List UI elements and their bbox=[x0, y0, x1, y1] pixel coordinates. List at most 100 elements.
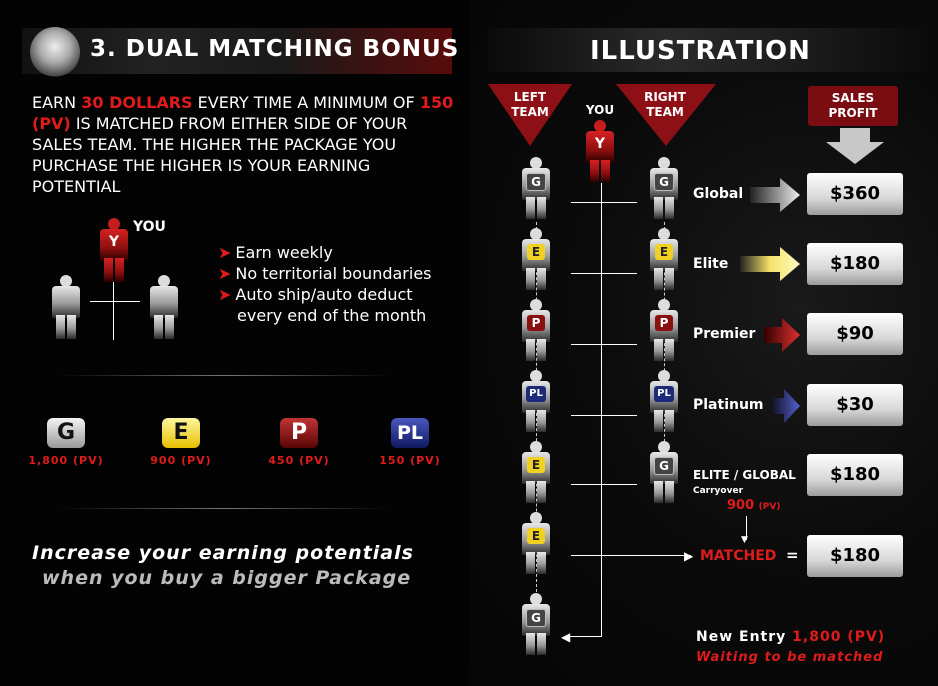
you-figure-illustration: Y bbox=[586, 120, 614, 182]
left-member-figure: G bbox=[522, 593, 550, 655]
left-member-figure: E bbox=[522, 512, 550, 574]
intro-part: IS MATCHED FROM EITHER SIDE OF YOUR SALE… bbox=[32, 114, 408, 196]
benefit-item: ➤No territorial boundaries bbox=[218, 264, 432, 283]
package-pl-pv: 150 (PV) bbox=[379, 454, 441, 467]
badge-g: G bbox=[526, 173, 546, 191]
intro-text: EARN 30 DOLLARS EVERY TIME A MINIMUM OF … bbox=[32, 92, 462, 197]
you-label: YOU bbox=[585, 103, 615, 117]
tier-label-platinum: Platinum bbox=[693, 397, 764, 413]
badge-e: E bbox=[655, 244, 673, 260]
down-arrow-icon bbox=[826, 128, 884, 164]
tree-connector-vertical bbox=[113, 282, 114, 340]
new-entry-label: New Entry bbox=[696, 629, 787, 645]
badge-e: E bbox=[527, 244, 545, 260]
badge-pl: PL bbox=[526, 386, 546, 402]
right-member-figure: G bbox=[650, 157, 678, 219]
right-team-label: RIGHT TEAM bbox=[644, 90, 686, 119]
new-entry-pv: 1,800 (PV) bbox=[792, 629, 886, 645]
trunk-line bbox=[601, 183, 602, 637]
left-arrow-icon: ◀ bbox=[561, 630, 571, 644]
carryover-label: Carryover bbox=[693, 486, 744, 496]
right-member-figure: G bbox=[650, 441, 678, 503]
slogan-line-1: Increase your earning potentials bbox=[32, 542, 414, 564]
new-entry-text: New Entry 1,800 (PV) bbox=[696, 629, 885, 645]
elite-global-label: ELITE / GLOBAL bbox=[693, 468, 796, 482]
benefit-list: ➤Earn weekly ➤No territorial boundaries … bbox=[218, 242, 432, 326]
global-arrow-icon bbox=[750, 178, 800, 212]
platinum-arrow-icon bbox=[772, 389, 800, 423]
left-member-figure: E bbox=[522, 228, 550, 290]
badge-e: E bbox=[527, 457, 545, 473]
matched-label: MATCHED bbox=[700, 548, 777, 564]
right-arrow-icon: ▶ bbox=[684, 549, 694, 563]
left-team-triangle bbox=[488, 84, 572, 146]
benefit-item: every end of the month bbox=[237, 306, 427, 325]
you-label: YOU bbox=[133, 219, 166, 235]
intro-highlight: 150 (PV) bbox=[32, 93, 454, 133]
right-member-figure: PL bbox=[650, 370, 678, 432]
package-g-pv: 1,800 (PV) bbox=[28, 454, 104, 467]
left-child-figure bbox=[52, 275, 80, 339]
package-e-pv: 900 (PV) bbox=[150, 454, 212, 467]
divider bbox=[60, 375, 390, 376]
premier-arrow-icon bbox=[764, 318, 800, 352]
package-p-pv: 450 (PV) bbox=[268, 454, 330, 467]
right-member-figure: P bbox=[650, 299, 678, 361]
right-member-figure: E bbox=[650, 228, 678, 290]
tree-connector-horizontal bbox=[90, 301, 140, 302]
left-member-figure: PL bbox=[522, 370, 550, 432]
slogan-line-2: when you buy a bigger Package bbox=[42, 567, 412, 589]
elite-arrow-icon bbox=[740, 247, 800, 281]
left-member-figure: E bbox=[522, 441, 550, 503]
arrow-icon: ➤ bbox=[218, 264, 232, 283]
carryover-pv-unit: (PV) bbox=[758, 502, 781, 512]
team-triangles bbox=[488, 84, 716, 146]
equals-sign: = bbox=[786, 546, 799, 564]
sales-profit-premier: $90 bbox=[807, 313, 903, 355]
sales-profit-matched: $180 bbox=[807, 535, 903, 577]
branch-line bbox=[571, 344, 637, 345]
right-child-figure bbox=[150, 275, 178, 339]
section-title: 3. DUAL MATCHING BONUS bbox=[90, 36, 460, 62]
you-badge: Y bbox=[108, 234, 120, 250]
sales-profit-platinum: $30 bbox=[807, 384, 903, 426]
carryover-connector bbox=[746, 516, 747, 540]
tier-label-elite: Elite bbox=[693, 256, 729, 272]
you-badge: Y bbox=[594, 136, 606, 152]
package-g-icon: G bbox=[47, 418, 85, 448]
down-arrow-small-icon: ▼ bbox=[741, 535, 748, 545]
badge-g: G bbox=[526, 609, 546, 627]
benefit-item: ➤Auto ship/auto deduct bbox=[218, 285, 413, 304]
branch-line bbox=[571, 484, 637, 485]
waiting-note: Waiting to be matched bbox=[696, 650, 884, 665]
badge-e: E bbox=[527, 528, 545, 544]
badge-g: G bbox=[654, 173, 674, 191]
arrow-icon: ➤ bbox=[218, 243, 232, 262]
sales-profit-header: SALES PROFIT bbox=[808, 86, 898, 126]
tree-icon bbox=[30, 27, 80, 77]
badge-p: P bbox=[527, 315, 545, 331]
package-pl-icon: PL bbox=[391, 418, 429, 448]
illustration-title: ILLUSTRATION bbox=[590, 36, 811, 66]
matched-line bbox=[571, 555, 691, 556]
divider bbox=[60, 508, 390, 509]
badge-p: P bbox=[655, 315, 673, 331]
package-p-icon: P bbox=[280, 418, 318, 448]
left-panel bbox=[0, 0, 470, 686]
intro-part: EARN bbox=[32, 93, 82, 112]
package-e-icon: E bbox=[162, 418, 200, 448]
branch-line bbox=[571, 415, 637, 416]
left-member-figure: G bbox=[522, 157, 550, 219]
tier-label-premier: Premier bbox=[693, 326, 756, 342]
sales-profit-carryover: $180 bbox=[807, 454, 903, 496]
badge-pl: PL bbox=[654, 386, 674, 402]
arrow-icon: ➤ bbox=[218, 285, 232, 304]
intro-part: EVERY TIME A MINIMUM OF bbox=[192, 93, 420, 112]
tier-label-global: Global bbox=[693, 186, 744, 202]
carryover-pv: 900 (PV) bbox=[727, 498, 780, 513]
branch-line bbox=[571, 202, 637, 203]
left-member-figure: P bbox=[522, 299, 550, 361]
badge-g: G bbox=[654, 457, 674, 475]
branch-line bbox=[571, 273, 637, 274]
sales-profit-global: $360 bbox=[807, 173, 903, 215]
